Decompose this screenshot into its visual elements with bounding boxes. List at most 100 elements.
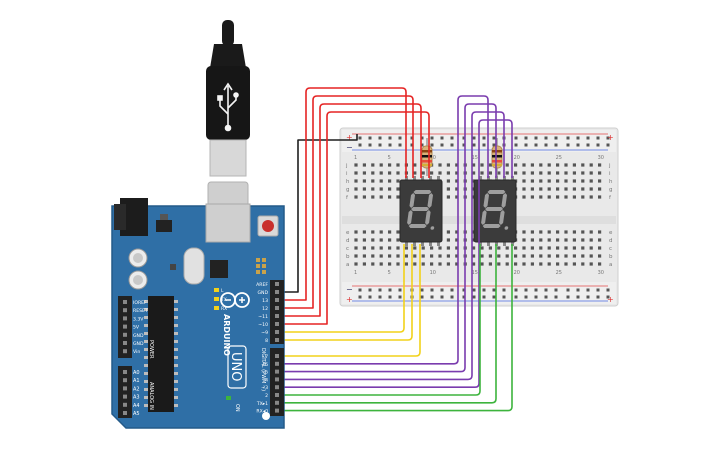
rail-hole	[576, 288, 580, 292]
breadboard-hole	[539, 187, 543, 191]
chip-leg	[174, 300, 178, 303]
breadboard-hole	[480, 171, 484, 175]
row-letter: a	[346, 262, 349, 268]
digit-glyph	[481, 190, 509, 230]
seven-segment-left[interactable]	[399, 179, 443, 243]
chip-leg	[174, 340, 178, 343]
header-pin	[123, 411, 127, 415]
rail-hole	[358, 295, 362, 299]
header-pin	[123, 300, 127, 304]
breadboard-hole	[488, 171, 492, 175]
header-pin	[123, 402, 127, 407]
digital-pin-label: RX◂0	[256, 409, 268, 415]
rail-hole	[410, 136, 414, 140]
chip-leg	[174, 332, 178, 335]
status-led-label: RX	[221, 306, 227, 312]
breadboard-hole	[388, 187, 392, 191]
breadboard-hole	[598, 254, 602, 258]
breadboard-hole	[480, 254, 484, 258]
breadboard-hole	[430, 246, 434, 250]
breadboard-hole	[598, 179, 602, 183]
rail-hole	[534, 288, 538, 292]
resistor-right[interactable]	[491, 138, 503, 176]
breadboard-hole	[388, 238, 392, 242]
display-pin	[413, 176, 416, 180]
wire-purple	[279, 103, 497, 373]
rail-hole	[450, 143, 454, 147]
breadboard-hole	[446, 187, 450, 191]
rail-hole	[482, 136, 486, 140]
breadboard-hole	[505, 246, 509, 250]
rail-hole	[566, 136, 570, 140]
breadboard-hole	[455, 230, 459, 234]
rail-hole	[450, 295, 454, 299]
breadboard-hole	[354, 254, 358, 258]
digital-pin-label: TX▸1	[256, 401, 268, 407]
rail-hole	[492, 136, 496, 140]
chip-leg	[174, 364, 178, 367]
wire-purple	[279, 95, 489, 365]
rail-hole	[378, 143, 382, 147]
arduino-brand-label: ARDUINO	[222, 314, 231, 356]
digital-pin-label: 13	[262, 298, 268, 304]
board-usb-socket	[205, 203, 251, 243]
digital-pin-label: ~11	[258, 314, 268, 320]
breadboard-hole	[522, 254, 526, 258]
breadboard-hole	[413, 254, 417, 258]
chip-leg	[144, 396, 148, 399]
row-letter: h	[346, 179, 350, 185]
breadboard-hole	[530, 171, 534, 175]
seven-segment-right[interactable]	[473, 179, 517, 243]
breadboard-hole	[556, 195, 560, 199]
breadboard-hole	[530, 179, 534, 183]
breadboard-hole	[371, 195, 375, 199]
row-letter: c	[609, 246, 612, 252]
breadboard-hole	[572, 163, 576, 167]
breadboard-hole	[413, 262, 417, 266]
rail-hole	[586, 136, 590, 140]
digital-pin	[275, 385, 279, 390]
chip-leg	[174, 348, 178, 351]
rail-hole	[388, 136, 392, 140]
rail-hole	[472, 295, 476, 299]
breadboard-hole	[438, 163, 442, 167]
breadboard-hole	[488, 262, 492, 266]
breadboard-hole	[371, 163, 375, 167]
breadboard-hole	[455, 246, 459, 250]
rail-hole	[606, 143, 610, 147]
breadboard-hole	[589, 230, 593, 234]
breadboard-hole	[362, 238, 366, 242]
breadboard-hole	[539, 171, 543, 175]
usb-cable[interactable]	[206, 20, 250, 235]
digital-pin	[275, 400, 279, 405]
rail-hole	[606, 295, 610, 299]
rail-hole	[524, 143, 528, 147]
breadboard-hole	[379, 179, 383, 183]
digital-pin	[275, 361, 279, 366]
rail-minus-label-top: −	[346, 143, 353, 152]
breadboard-hole	[396, 195, 400, 199]
row-letter: d	[609, 238, 613, 244]
breadboard-hole	[396, 254, 400, 258]
rail-hole	[586, 295, 590, 299]
breadboard-hole	[455, 262, 459, 266]
breadboard-hole	[362, 195, 366, 199]
rail-hole	[586, 143, 590, 147]
digital-pin-label: ~6	[261, 362, 268, 368]
power-pin-label: 3.3V	[133, 316, 144, 322]
breadboard-hole	[598, 230, 602, 234]
breadboard-hole	[589, 238, 593, 242]
chip-leg	[144, 364, 148, 367]
breadboard-hole	[539, 238, 543, 242]
atmega-chip	[148, 296, 174, 412]
rail-hole	[534, 143, 538, 147]
breadboard-hole	[564, 246, 568, 250]
reset-button-cap[interactable]	[262, 220, 274, 232]
rail-hole	[606, 288, 610, 292]
rail-hole	[586, 288, 590, 292]
display-pin	[429, 176, 432, 180]
row-letter: c	[346, 246, 349, 252]
usb-icon	[217, 82, 239, 132]
analog-header-title: ANALOG IN	[148, 382, 154, 410]
